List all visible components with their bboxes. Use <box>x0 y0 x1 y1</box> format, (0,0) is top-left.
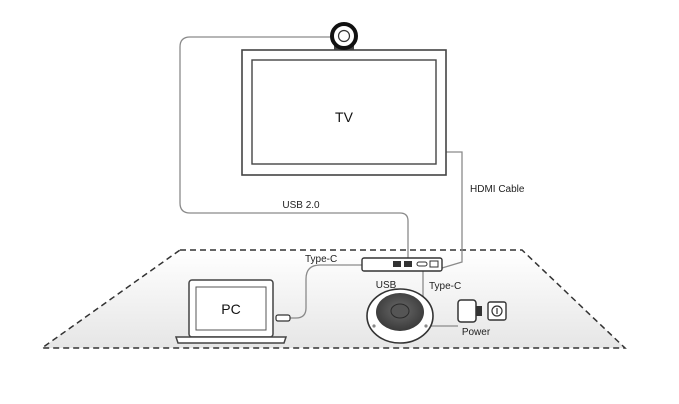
speakerphone <box>366 288 434 344</box>
usb2-label: USB 2.0 <box>282 200 320 211</box>
power-adapter-plug <box>476 306 482 316</box>
tv-label: TV <box>335 109 354 125</box>
hub-usb-port-1 <box>393 261 401 267</box>
usb-hub <box>361 257 443 272</box>
speaker-center <box>390 303 410 319</box>
hdmi-cable <box>441 151 463 269</box>
hub-body <box>361 257 443 272</box>
laptop-pc: PC <box>174 279 291 344</box>
power-label: Power <box>462 327 491 338</box>
typec-pc-cable <box>288 264 362 319</box>
floor-surface <box>39 249 627 349</box>
power-supply <box>457 299 507 323</box>
speaker-button-left <box>372 324 376 328</box>
laptop-display <box>195 286 267 331</box>
usb2-cable <box>179 36 409 258</box>
typec-power-label: Type-C <box>429 281 461 292</box>
camera <box>330 22 358 50</box>
hub-hdmi-port <box>429 260 439 268</box>
laptop-typec-plug <box>275 314 291 322</box>
camera-lens <box>337 29 351 43</box>
pc-label: PC <box>221 301 240 317</box>
tv-screen <box>251 59 437 165</box>
laptop-base <box>174 336 288 344</box>
hub-usb-port-2 <box>404 261 412 267</box>
power-adapter <box>457 299 477 323</box>
usb-label: USB <box>376 280 397 291</box>
speaker-button-right <box>424 324 428 328</box>
hub-typec-port <box>416 261 428 267</box>
tv: TV <box>241 49 447 176</box>
hdmi-label: HDMI Cable <box>470 184 525 195</box>
typec-pc-label: Type-C <box>305 254 337 265</box>
